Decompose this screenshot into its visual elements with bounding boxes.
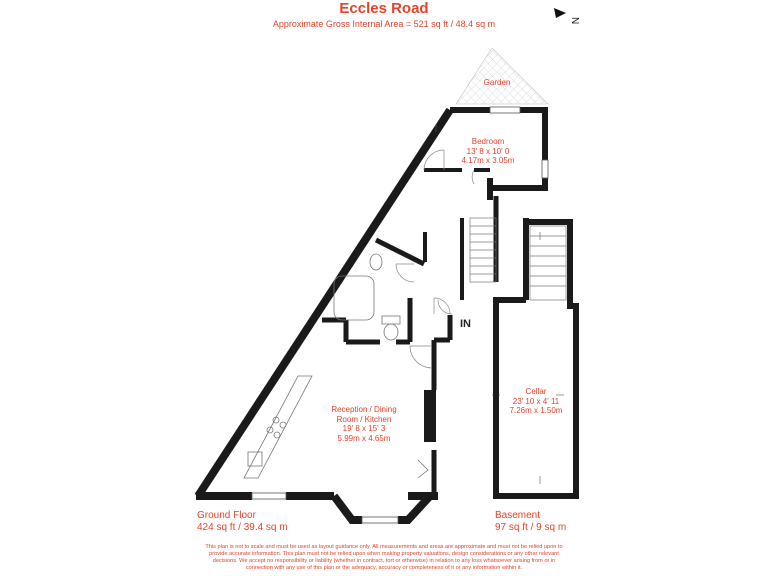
windows bbox=[251, 106, 549, 524]
entrance-label: IN bbox=[460, 318, 471, 330]
bedroom-name: Bedroom bbox=[471, 137, 505, 146]
cellar-metric: 7.26m x 1.50m bbox=[509, 406, 563, 415]
ground-stairs bbox=[469, 217, 497, 283]
garden-label: Garden bbox=[483, 78, 511, 87]
reception-name-line1: Reception / Dining bbox=[331, 405, 397, 414]
bathroom-fixtures bbox=[333, 253, 401, 341]
basement-summary: Basement 97 sq ft / 9 sq m bbox=[495, 510, 566, 534]
bedroom-imperial: 13' 8 x 10' 0 bbox=[466, 146, 510, 156]
cellar-name: Cellar bbox=[525, 387, 547, 396]
ground-floor-summary: Ground Floor 424 sq ft / 39.4 sq m bbox=[197, 510, 288, 534]
ground-floor-walls bbox=[194, 107, 548, 524]
reception-name-line2: Room / Kitchen bbox=[336, 414, 392, 424]
basement-area: 97 sq ft / 9 sq m bbox=[495, 522, 567, 533]
basement-walls bbox=[493, 218, 579, 499]
plan-title: Eccles Road bbox=[339, 0, 429, 17]
reception-metric: 5.99m x 4.65m bbox=[337, 433, 391, 443]
area-subtitle: Approximate Gross Internal Area = 521 sq… bbox=[272, 19, 496, 29]
garden-area bbox=[455, 47, 549, 105]
basement-name: Basement bbox=[495, 510, 541, 521]
basement-stairs bbox=[529, 225, 567, 301]
disclaimer-text: This plan is not to scale and must be us… bbox=[160, 544, 608, 572]
bedroom-label: Bedroom 13' 8 x 10' 0 4.17m x 3.05m bbox=[440, 137, 536, 166]
disclaimer-line: provide accurate information. This plan … bbox=[209, 551, 559, 557]
door-swings bbox=[395, 149, 475, 369]
disclaimer-line: This plan is not to scale and must be us… bbox=[205, 544, 563, 550]
cellar-imperial: 23' 10 x 4' 11 bbox=[512, 396, 560, 406]
bedroom-metric: 4.17m x 3.05m bbox=[461, 156, 515, 165]
cellar-label: Cellar 23' 10 x 4' 11 7.26m x 1.50m bbox=[498, 387, 574, 416]
kitchen-units bbox=[243, 375, 429, 479]
north-arrow-icon: N bbox=[554, 8, 580, 24]
reception-label: Reception / Dining Room / Kitchen 19' 8 … bbox=[304, 405, 424, 443]
disclaimer-line: decisions. We accept no responsibility o… bbox=[212, 558, 556, 564]
ground-floor-area: 424 sq ft / 39.4 sq m bbox=[197, 522, 288, 533]
reception-imperial: 19' 8 x 15' 3 bbox=[342, 424, 386, 433]
ground-floor-name: Ground Floor bbox=[197, 510, 256, 521]
north-label: N bbox=[569, 17, 580, 24]
disclaimer-line: connection with any use of this plan or … bbox=[245, 565, 523, 571]
